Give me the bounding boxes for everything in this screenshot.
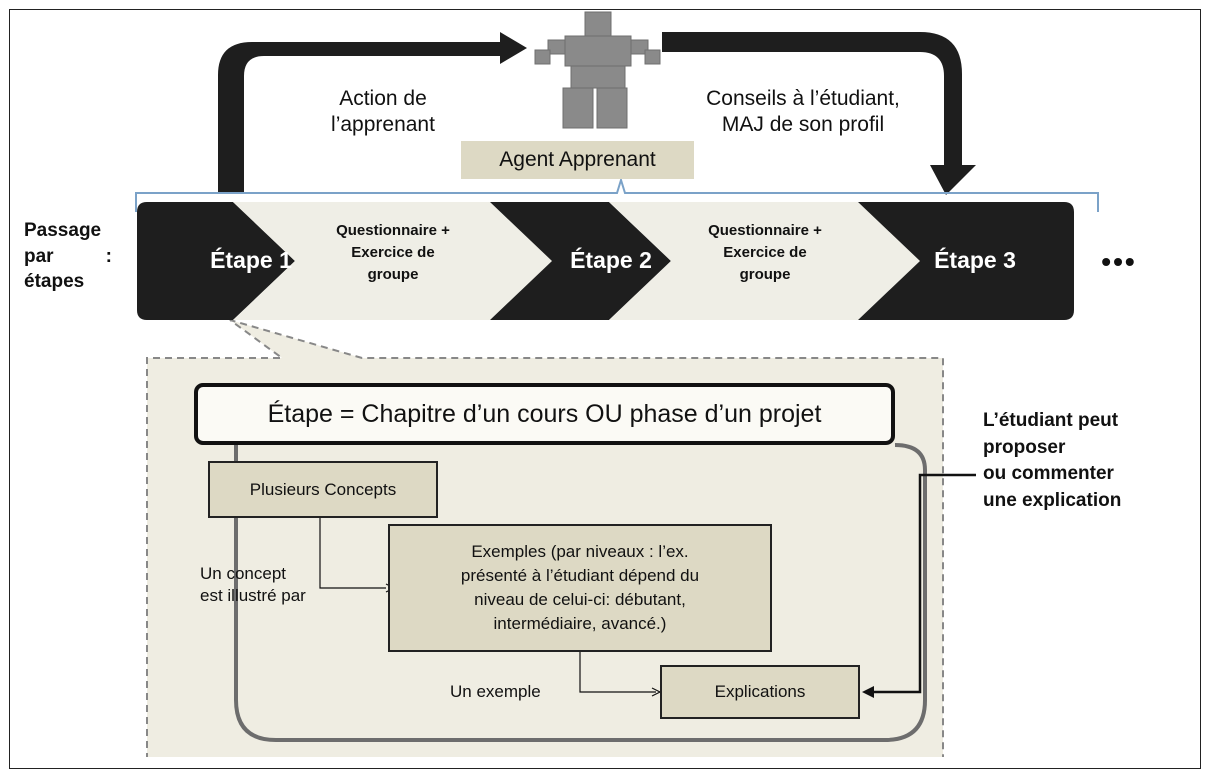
passage-label-par: par	[24, 245, 54, 267]
steps-bracket	[135, 176, 1099, 212]
concept-to-example-connector	[319, 518, 386, 589]
example-link-label: Un exemple	[450, 682, 541, 701]
step-3-label: Étape 3	[934, 247, 1016, 273]
step-1-chevron	[137, 202, 295, 320]
questionnaire-1-chevron	[233, 202, 552, 320]
advice-arrow	[662, 32, 976, 195]
passage-label-line3: étapes	[24, 271, 85, 293]
passage-label: Passage par : étapes	[24, 218, 124, 295]
questionnaire-2-chevron	[609, 202, 920, 320]
step-2-label: Étape 2	[570, 247, 652, 273]
example-to-explanation-connector	[579, 652, 656, 693]
passage-label-colon: :	[105, 245, 112, 267]
student-note-connector	[872, 473, 976, 694]
agent-apprenant-box: Agent Apprenant	[461, 141, 694, 179]
concept-link-label: Un concept est illustré par	[200, 564, 306, 606]
concepts-box: Plusieurs Concepts	[208, 461, 438, 518]
step-2-chevron	[490, 202, 671, 320]
student-note-arrowhead	[862, 686, 874, 698]
examples-box: Exemples (par niveaux : l’ex. présenté à…	[388, 524, 772, 652]
passage-label-line2: par :	[24, 244, 112, 270]
definition-box: Étape = Chapitre d’un cours OU phase d’u…	[194, 383, 895, 445]
step-3-chevron	[858, 202, 1074, 320]
step-1-label: Étape 1	[210, 247, 292, 273]
ellipsis-dots: •••	[1101, 246, 1137, 277]
action-arrow	[218, 32, 527, 193]
robot-agent-icon	[534, 11, 661, 129]
passage-label-line1: Passage	[24, 220, 102, 241]
student-note: L’étudiant peut proposer ou commenter un…	[983, 410, 1122, 511]
questionnaire-2-label: Questionnaire + Exercice de groupe	[708, 222, 822, 283]
advice-label: Conseils à l’étudiant, MAJ de son profil	[706, 87, 900, 137]
questionnaire-1-label: Questionnaire + Exercice de groupe	[336, 222, 450, 283]
explanations-box: Explications	[660, 665, 860, 719]
step-content-outline	[234, 443, 927, 742]
action-label: Action de l’apprenant	[331, 87, 435, 137]
